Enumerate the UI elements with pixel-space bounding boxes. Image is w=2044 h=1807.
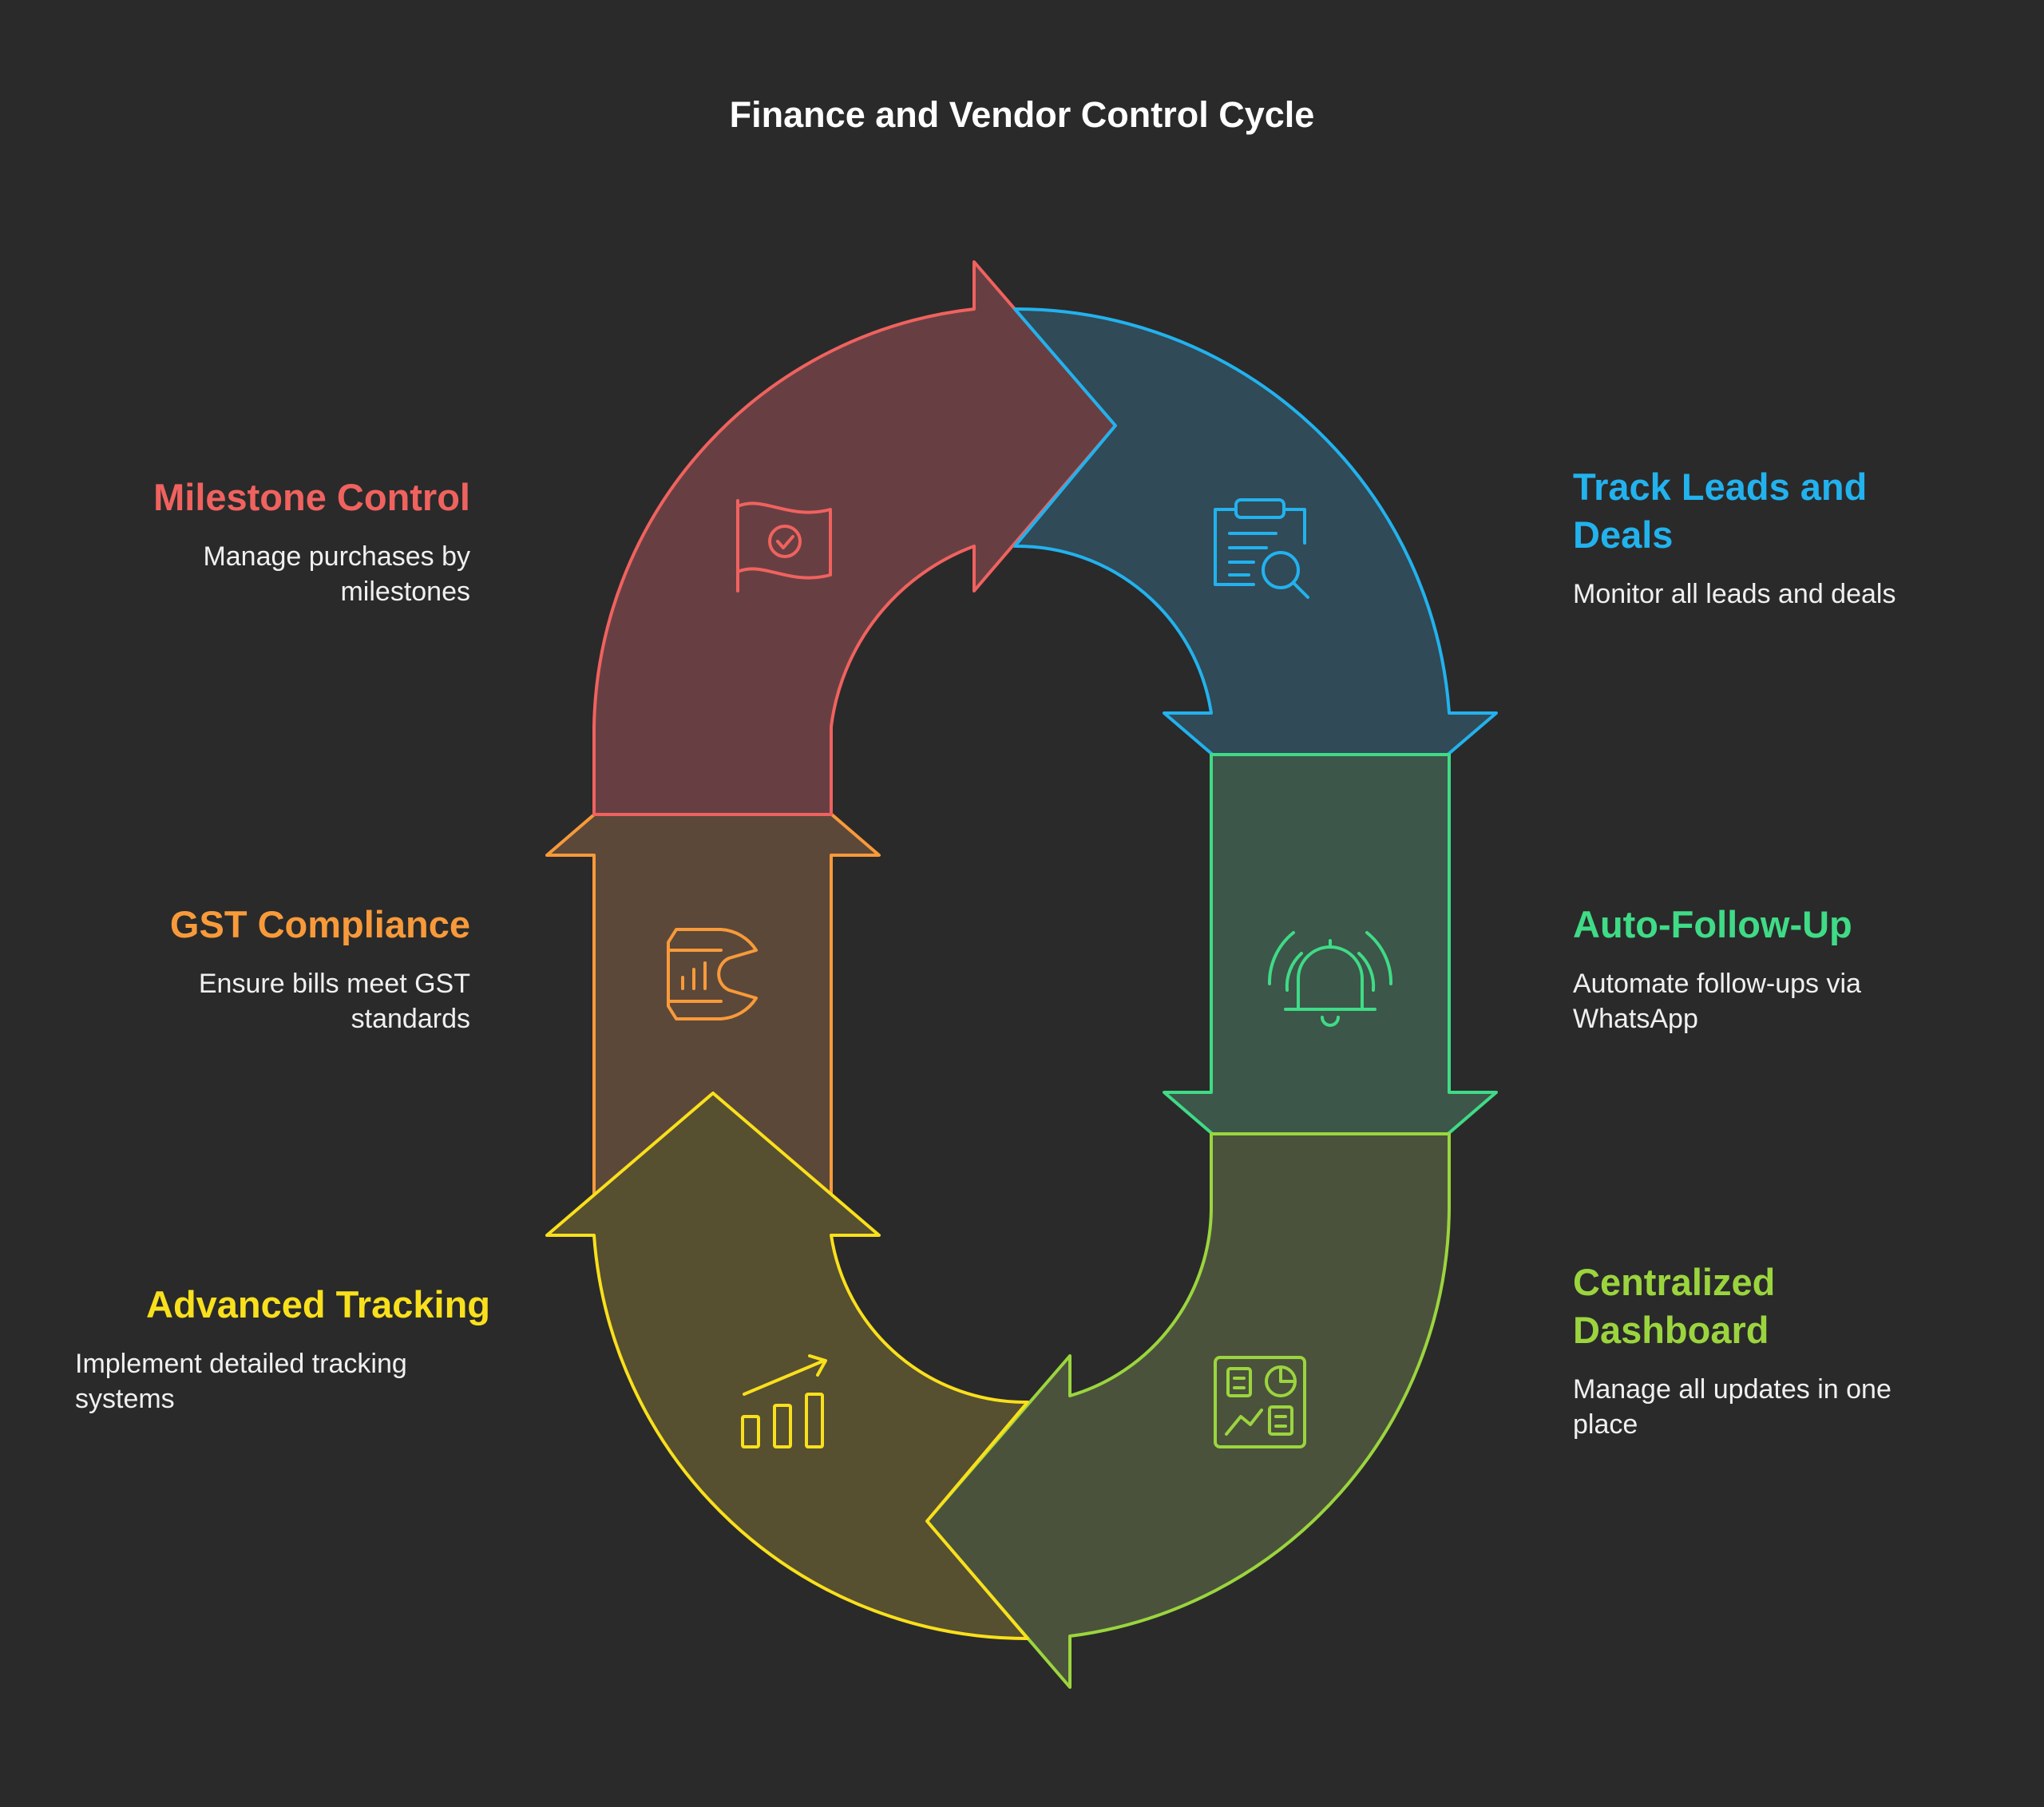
- step-heading: Milestone Control: [153, 476, 470, 518]
- step-heading: GST Compliance: [169, 903, 470, 945]
- bar-chart-arrow-icon: [741, 1354, 827, 1448]
- label-gst-compliance: GST Compliance Ensure bills meet GST sta…: [23, 901, 470, 1036]
- label-centralized-dashboard: Centralized Dashboard Manage all updates…: [1573, 1258, 2020, 1442]
- step-heading: Track Leads and Deals: [1573, 466, 1868, 556]
- label-advanced-tracking: Advanced Tracking Implement detailed tra…: [75, 1281, 490, 1417]
- bell-ringing-icon: [1267, 931, 1393, 1027]
- segment-advanced-tracking: [545, 1092, 1029, 1640]
- label-track-leads: Track Leads and Deals Monitor all leads …: [1573, 463, 2020, 612]
- flag-check-icon: [736, 499, 832, 592]
- chart-wrench-icon: [667, 928, 758, 1020]
- step-heading: Auto-Follow-Up: [1573, 903, 1852, 945]
- step-description: Implement detailed tracking systems: [75, 1349, 407, 1414]
- step-description: Manage all updates in one place: [1573, 1374, 1891, 1440]
- step-heading: Advanced Tracking: [146, 1283, 490, 1326]
- label-milestone-control: Milestone Control Manage purchases by mi…: [23, 474, 470, 609]
- clipboard-search-icon: [1214, 498, 1309, 599]
- segment-milestone-control: [592, 260, 1117, 816]
- label-auto-follow-up: Auto-Follow-Up Automate follow-ups via W…: [1573, 901, 2020, 1036]
- step-description: Automate follow-ups via WhatsApp: [1573, 969, 1861, 1034]
- segment-track-leads: [1013, 307, 1498, 857]
- step-description: Ensure bills meet GST standards: [198, 969, 470, 1034]
- segment-centralized-dashboard: [925, 1132, 1451, 1689]
- dashboard-icon: [1214, 1356, 1306, 1448]
- step-description: Manage purchases by milestones: [203, 541, 470, 607]
- step-description: Monitor all leads and deals: [1573, 579, 1896, 609]
- diagram-title: Finance and Vendor Control Cycle: [729, 94, 1315, 135]
- step-heading: Centralized Dashboard: [1573, 1261, 1776, 1351]
